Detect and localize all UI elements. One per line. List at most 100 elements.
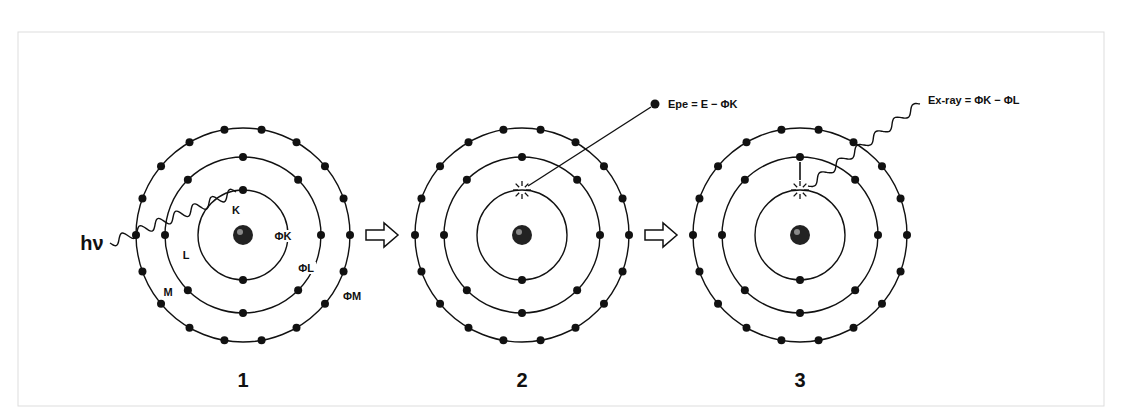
electron xyxy=(897,268,905,276)
electron xyxy=(714,162,722,170)
shell-name: L xyxy=(181,249,192,261)
shell-name: M xyxy=(161,286,174,298)
vacancy-burst xyxy=(521,181,522,186)
electron xyxy=(796,276,804,284)
electron xyxy=(294,176,302,184)
electron xyxy=(294,286,302,294)
electron xyxy=(573,176,581,184)
electron-shell xyxy=(165,157,321,313)
binding-energy: ΦL xyxy=(296,262,316,274)
electron xyxy=(625,231,633,239)
electron xyxy=(743,138,751,146)
electron xyxy=(572,324,580,332)
electron xyxy=(743,324,751,332)
electron xyxy=(463,286,471,294)
nucleus xyxy=(790,225,810,245)
vacancy-burst xyxy=(513,189,518,190)
electron xyxy=(239,276,247,284)
electron xyxy=(851,286,859,294)
nucleus-shine xyxy=(516,229,522,235)
electron xyxy=(186,324,194,332)
electron xyxy=(138,194,146,202)
electron xyxy=(340,194,348,202)
electron xyxy=(815,126,823,134)
electron xyxy=(157,300,165,308)
photoelectron xyxy=(651,100,660,109)
electron xyxy=(537,126,545,134)
vacancy-burst xyxy=(794,184,798,188)
vacancy-burst xyxy=(521,194,522,199)
electron xyxy=(815,336,823,344)
electron xyxy=(340,268,348,276)
electron xyxy=(317,231,325,239)
electron-shell xyxy=(415,128,629,342)
electron xyxy=(184,176,192,184)
electron-shell xyxy=(136,128,350,342)
binding-energy: ΦM xyxy=(341,290,363,302)
electron-shell xyxy=(477,190,567,280)
electron xyxy=(878,300,886,308)
vacancy-burst xyxy=(799,181,800,186)
electron xyxy=(321,162,329,170)
electron xyxy=(619,194,627,202)
vacancy-burst xyxy=(791,189,796,190)
nucleus xyxy=(512,225,532,245)
electron xyxy=(518,276,526,284)
electron xyxy=(897,194,905,202)
electron xyxy=(777,126,785,134)
step-arrow xyxy=(366,223,398,247)
photon-wave xyxy=(110,189,236,245)
electron xyxy=(537,336,545,344)
electron xyxy=(346,231,354,239)
electron xyxy=(499,336,507,344)
electron xyxy=(220,126,228,134)
electron xyxy=(293,324,301,332)
electron xyxy=(239,186,247,194)
vacancy-burst xyxy=(804,189,809,190)
nucleus-shine xyxy=(794,229,800,235)
electron xyxy=(874,231,882,239)
electron xyxy=(499,126,507,134)
step-arrow xyxy=(645,223,677,247)
electron xyxy=(714,300,722,308)
nucleus-shine xyxy=(237,229,243,235)
electron xyxy=(239,309,247,317)
electron xyxy=(157,162,165,170)
electron xyxy=(619,268,627,276)
electron xyxy=(850,324,858,332)
electron xyxy=(293,138,301,146)
vacancy-burst xyxy=(799,194,800,199)
electron-shell xyxy=(444,157,600,313)
vacancy-burst xyxy=(526,189,531,190)
electron xyxy=(796,309,804,317)
electron xyxy=(465,138,473,146)
atom xyxy=(689,126,911,345)
vacancy-burst xyxy=(803,193,807,197)
electron xyxy=(796,153,804,161)
electron xyxy=(572,138,580,146)
step-number: 3 xyxy=(792,369,807,391)
electron-shell xyxy=(755,190,845,280)
electron xyxy=(596,231,604,239)
electron xyxy=(321,300,329,308)
vacancy-burst xyxy=(516,193,520,197)
electron xyxy=(518,309,526,317)
electron xyxy=(718,231,726,239)
photon-label: hν xyxy=(78,232,105,254)
xray-wave xyxy=(808,104,920,187)
electron xyxy=(258,336,266,344)
electron xyxy=(463,176,471,184)
electron xyxy=(695,268,703,276)
electron xyxy=(220,336,228,344)
atom xyxy=(411,126,633,345)
vacancy-burst xyxy=(794,193,798,197)
electron xyxy=(600,300,608,308)
step-number: 2 xyxy=(514,369,529,391)
electron xyxy=(417,268,425,276)
electron xyxy=(518,153,526,161)
shell-name: K xyxy=(230,204,242,216)
electron-transition xyxy=(799,162,801,180)
electron xyxy=(184,286,192,294)
photoelectron-energy: Epe = E − ΦK xyxy=(666,98,740,110)
